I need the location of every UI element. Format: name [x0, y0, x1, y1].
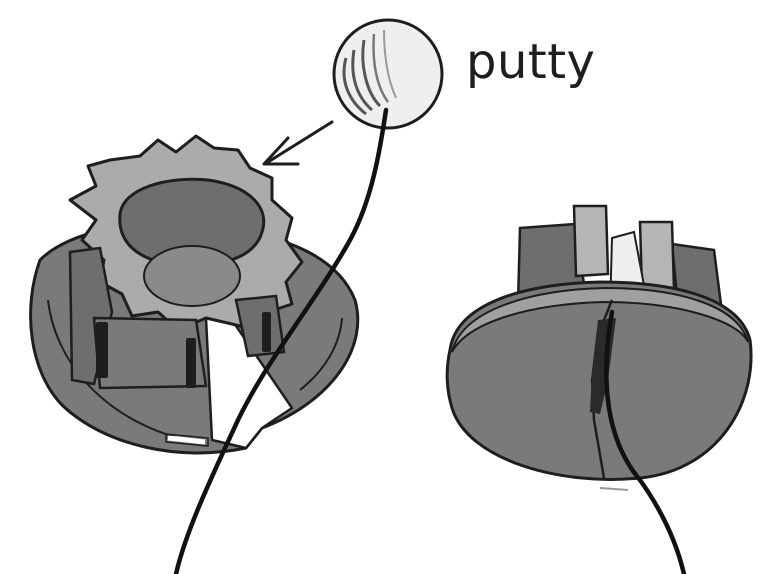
- apply-arrow: [264, 122, 332, 164]
- split-ring-gear-assembly: [31, 136, 358, 453]
- disc-peg-right: [640, 222, 674, 290]
- bore-inner: [144, 246, 240, 306]
- disc-peg-left: [574, 206, 608, 276]
- putty-label: putty: [466, 38, 595, 86]
- split-disc-assembly: [447, 206, 751, 490]
